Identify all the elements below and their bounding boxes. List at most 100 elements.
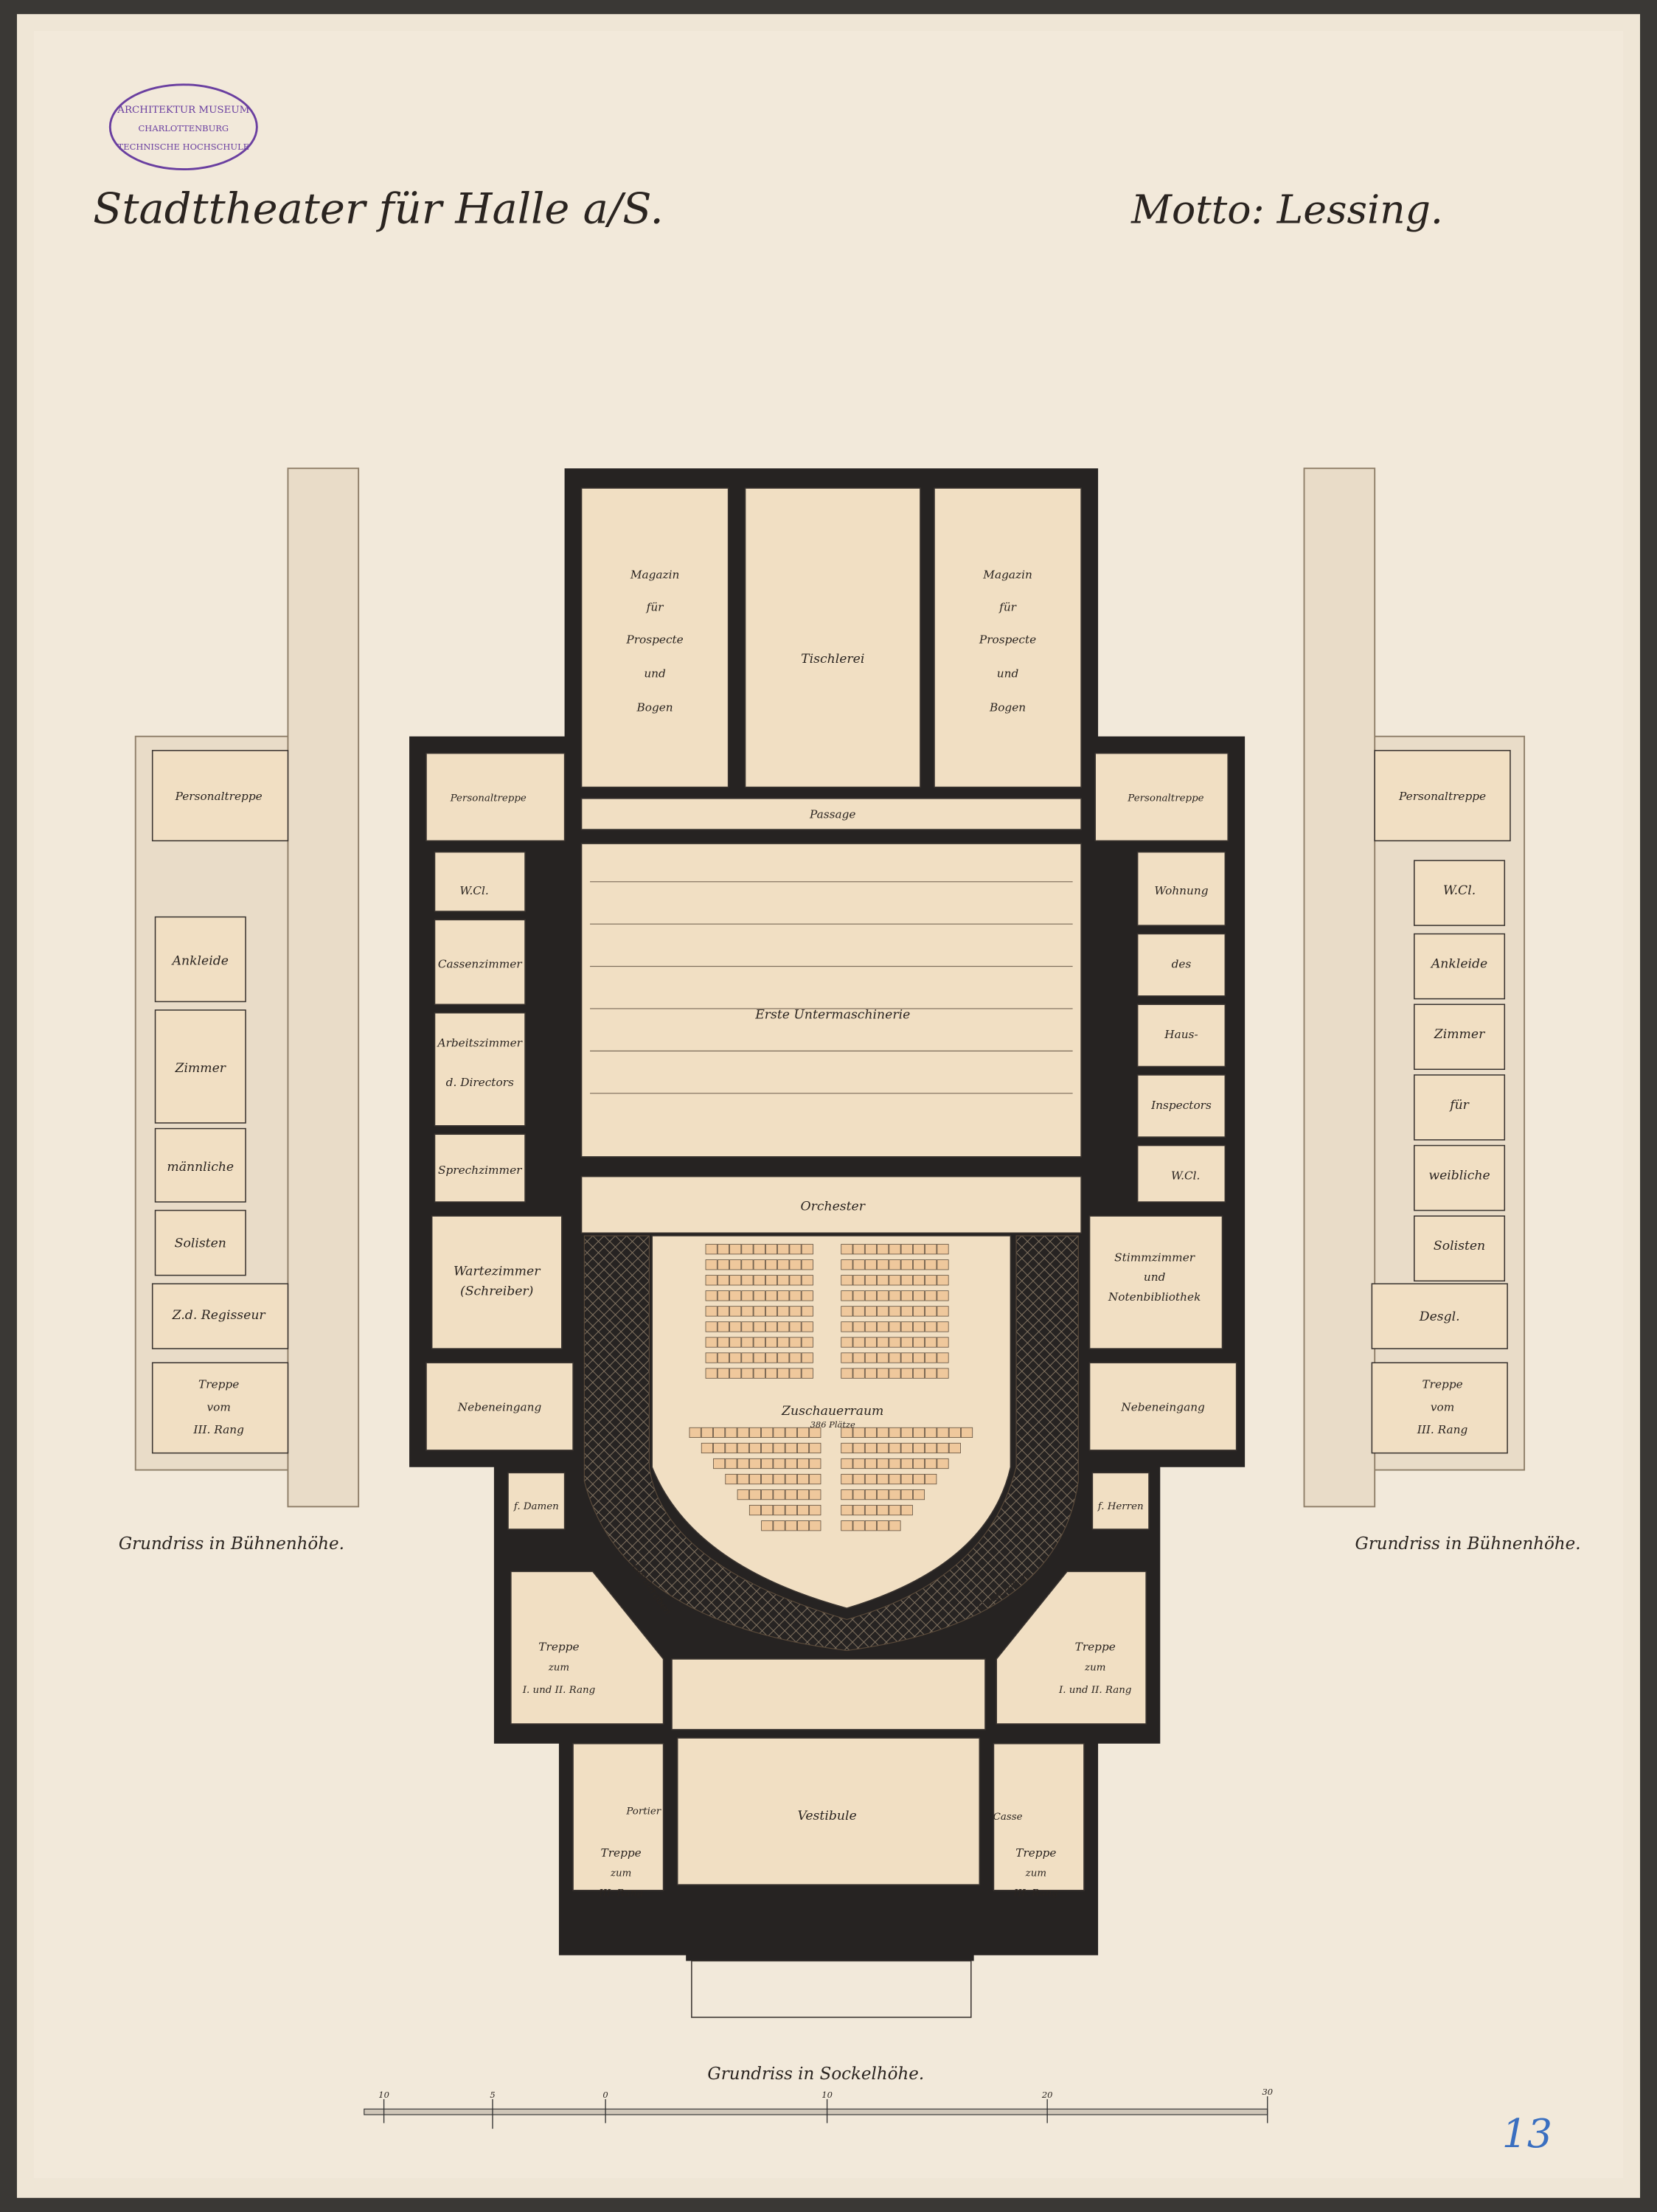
seat (841, 1290, 853, 1301)
seat (748, 1473, 762, 1485)
seat (900, 1473, 913, 1485)
seat (765, 1306, 778, 1317)
seat (889, 1427, 901, 1438)
seat (877, 1489, 889, 1500)
seat (852, 1473, 865, 1485)
seat (912, 1427, 925, 1438)
seat (877, 1352, 889, 1363)
room-label: f. Damen (513, 1501, 559, 1512)
seat (889, 1259, 901, 1270)
seat (852, 1337, 865, 1348)
seat (725, 1473, 737, 1485)
stamp-line: ARCHITEKTUR MUSEUM (117, 105, 249, 116)
room-label: für (998, 600, 1018, 613)
seat (765, 1368, 778, 1379)
seat (864, 1458, 877, 1470)
room-label: Inspectors (1150, 1099, 1212, 1112)
room-label: Wohnung (1154, 884, 1208, 897)
sheet-title: Stadttheater für Halle a/S. (93, 184, 664, 233)
seat (765, 1321, 778, 1332)
room-label: III. Rang (598, 1888, 643, 1899)
seat (761, 1442, 774, 1454)
seat (961, 1427, 973, 1438)
room-label: Bogen (989, 700, 1026, 714)
seat (925, 1442, 937, 1454)
seat (864, 1368, 877, 1379)
seat (877, 1368, 889, 1379)
seat (852, 1520, 865, 1531)
seat (717, 1337, 729, 1348)
seat (801, 1337, 813, 1348)
seat (753, 1290, 765, 1301)
seat (925, 1275, 937, 1286)
seat (717, 1306, 729, 1317)
room-label: zum (1025, 1868, 1046, 1879)
seat (789, 1368, 802, 1379)
room-label: Erste Untermaschinerie (754, 1007, 910, 1022)
seat (864, 1442, 877, 1454)
room-label: III. Rang (1013, 1888, 1058, 1899)
room-label: Z.d. Regisseur (172, 1308, 267, 1323)
seat (809, 1458, 821, 1470)
room-label: Zuschauerraum (781, 1404, 883, 1419)
seat (753, 1259, 765, 1270)
seat (785, 1427, 797, 1438)
seat (925, 1458, 937, 1470)
room-label: (Schreiber) (460, 1284, 533, 1298)
caption-right: Grundriss in Bühnenhöhe. (1355, 1534, 1580, 1554)
seat (741, 1337, 754, 1348)
seat (789, 1244, 802, 1255)
seat (852, 1290, 865, 1301)
seat (864, 1489, 877, 1500)
room-label: zum (1084, 1662, 1105, 1673)
room-label: Solisten (1434, 1239, 1485, 1253)
room-label: weibliche (1428, 1168, 1490, 1183)
seat (864, 1259, 877, 1270)
seat (937, 1275, 949, 1286)
room-label: Nebeneingang (1120, 1400, 1205, 1413)
seat (877, 1259, 889, 1270)
seat (765, 1259, 778, 1270)
seat (852, 1489, 865, 1500)
seat (801, 1306, 813, 1317)
room-label: vom (206, 1400, 230, 1413)
seat (841, 1306, 853, 1317)
seat (729, 1352, 742, 1363)
seat (948, 1442, 961, 1454)
room-label: Bogen (636, 700, 673, 714)
seat (877, 1306, 889, 1317)
seat (785, 1505, 797, 1516)
seat (717, 1244, 729, 1255)
room-label: Casse (993, 1812, 1023, 1823)
seat (912, 1352, 925, 1363)
seat (729, 1244, 742, 1255)
seat (852, 1427, 865, 1438)
stamp-line: CHARLOTTENBURG (139, 123, 229, 133)
room-label: III. Rang (192, 1423, 244, 1436)
seat (717, 1352, 729, 1363)
seat (789, 1290, 802, 1301)
seat (889, 1442, 901, 1454)
seat (889, 1275, 901, 1286)
seat (717, 1368, 729, 1379)
seat (912, 1489, 925, 1500)
seat (841, 1520, 853, 1531)
seat (705, 1259, 718, 1270)
seat (789, 1306, 802, 1317)
room-label: Treppe (538, 1641, 579, 1654)
room-labels: Magazin für Prospecte und Bogen Magazin … (437, 568, 1212, 1899)
seat (937, 1244, 949, 1255)
seat (777, 1352, 790, 1363)
seat (937, 1442, 949, 1454)
seat (864, 1505, 877, 1516)
seat (725, 1458, 737, 1470)
room-label: Zimmer (174, 1061, 226, 1076)
seat (801, 1259, 813, 1270)
seat (809, 1489, 821, 1500)
seat (773, 1442, 785, 1454)
caption-center: Grundriss in Sockelhöhe. (707, 2065, 924, 2084)
seat (841, 1337, 853, 1348)
seat (889, 1368, 901, 1379)
seat (705, 1244, 718, 1255)
